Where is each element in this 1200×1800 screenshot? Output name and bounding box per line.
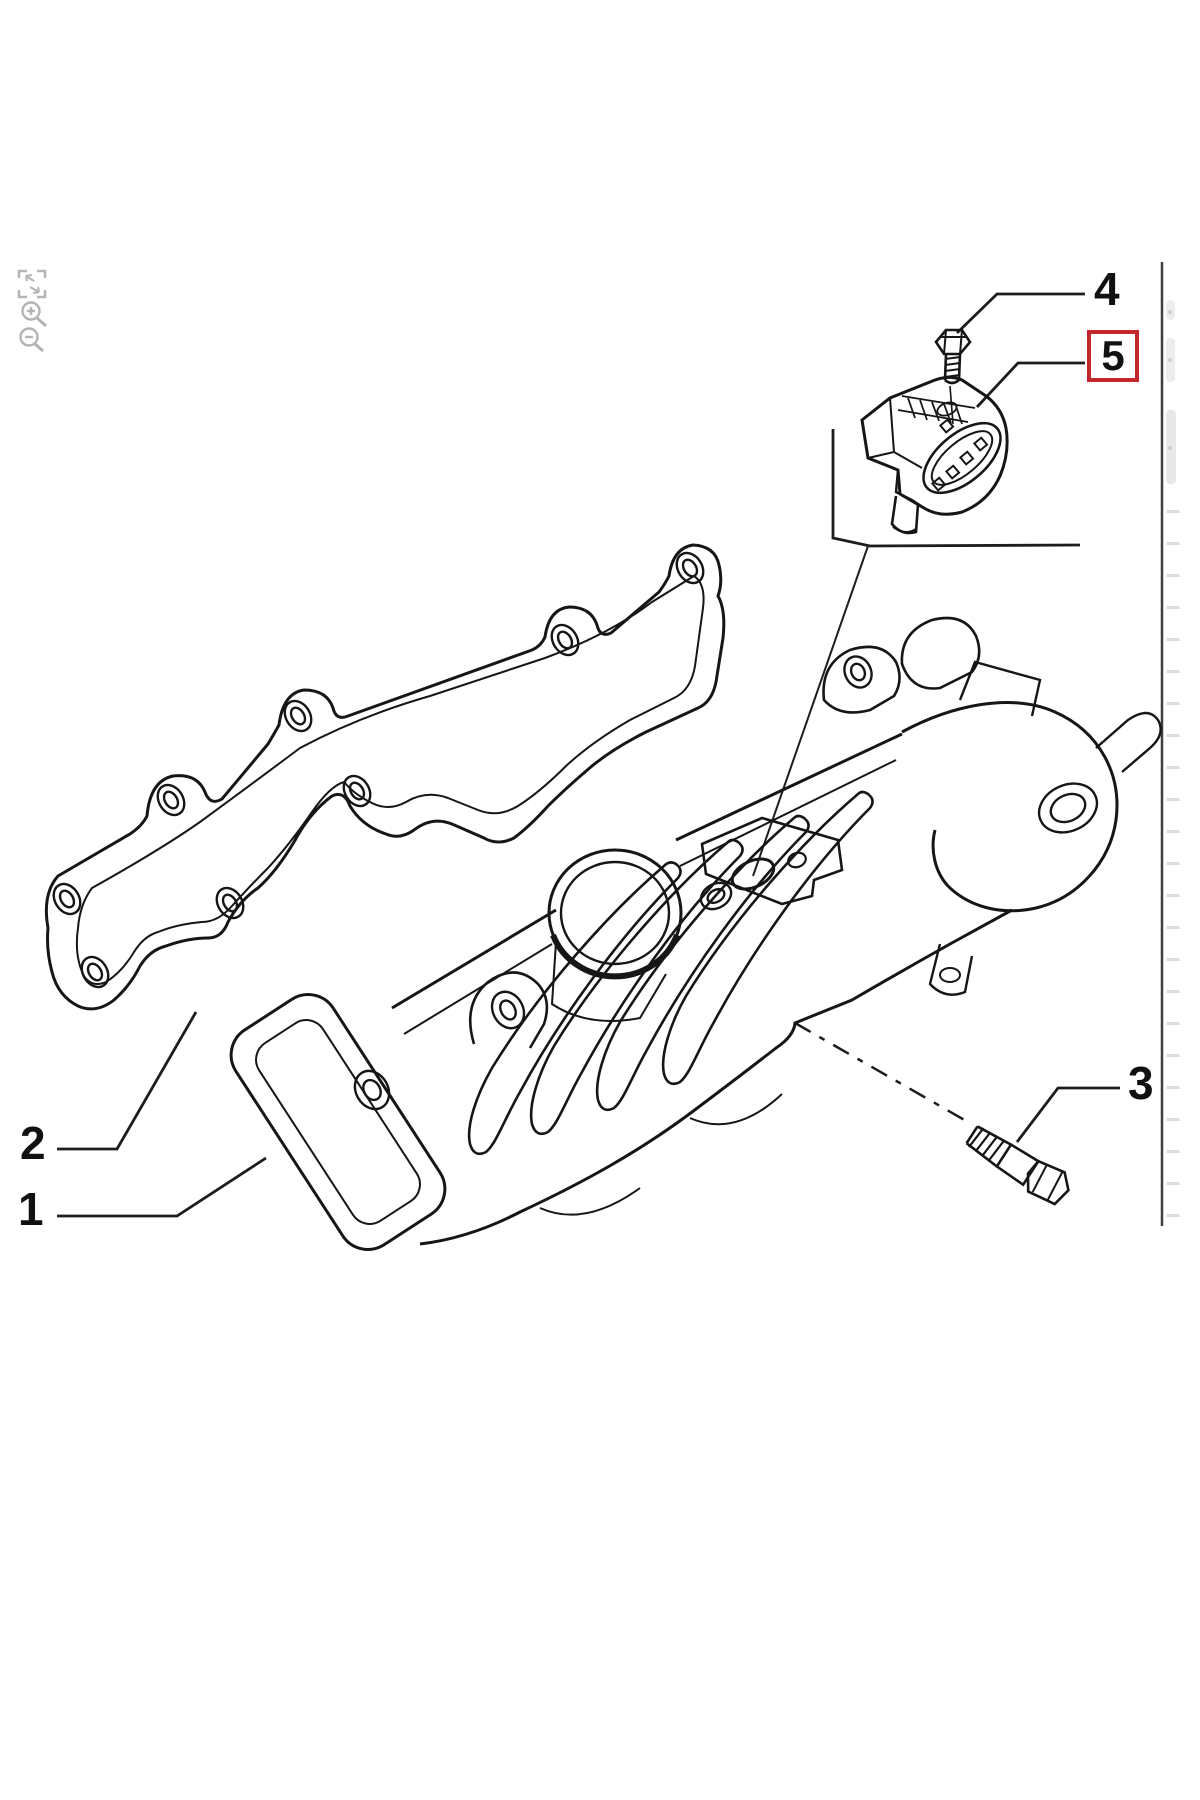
fit-to-screen-icon[interactable]	[17, 269, 47, 299]
hex-bolt-part-3	[965, 1125, 1070, 1206]
connector-pins	[930, 418, 989, 492]
sensor-flange-hatch	[897, 395, 976, 425]
manifold-end-flange	[229, 993, 447, 1251]
map-sensor-part	[860, 375, 1009, 535]
callout-leader-lines	[57, 292, 1120, 1218]
zoom-in-icon[interactable]	[21, 301, 47, 328]
callout-5-highlight-box[interactable]: 5	[1087, 330, 1139, 382]
zoom-out-icon[interactable]	[19, 327, 44, 353]
viewer-toolbar	[17, 269, 47, 353]
callout-4[interactable]: 4	[1094, 263, 1120, 315]
callout-1[interactable]: 1	[18, 1183, 44, 1235]
gasket-part	[44, 543, 726, 1011]
gasket-bolt-holes	[52, 551, 705, 989]
leader-4	[956, 292, 1085, 335]
callout-5[interactable]: 5	[1101, 332, 1125, 379]
throttle-port	[547, 848, 683, 1022]
sensor-mounting-pad	[699, 816, 844, 911]
assembly-axis-dashed-line	[794, 1021, 969, 1124]
callout-3[interactable]: 3	[1128, 1057, 1154, 1109]
manifold-ribs	[467, 790, 874, 1156]
leader-2	[57, 1011, 198, 1151]
right-panel-scrollbar[interactable]	[1166, 300, 1176, 484]
leader-1	[57, 1156, 267, 1218]
screw-part-4	[934, 328, 972, 425]
leader-3	[1015, 1086, 1120, 1143]
leader-5	[975, 361, 1085, 408]
intake-manifold-part	[229, 616, 1162, 1251]
sensor-location-bracket	[831, 429, 1081, 548]
callout-2[interactable]: 2	[20, 1117, 46, 1169]
